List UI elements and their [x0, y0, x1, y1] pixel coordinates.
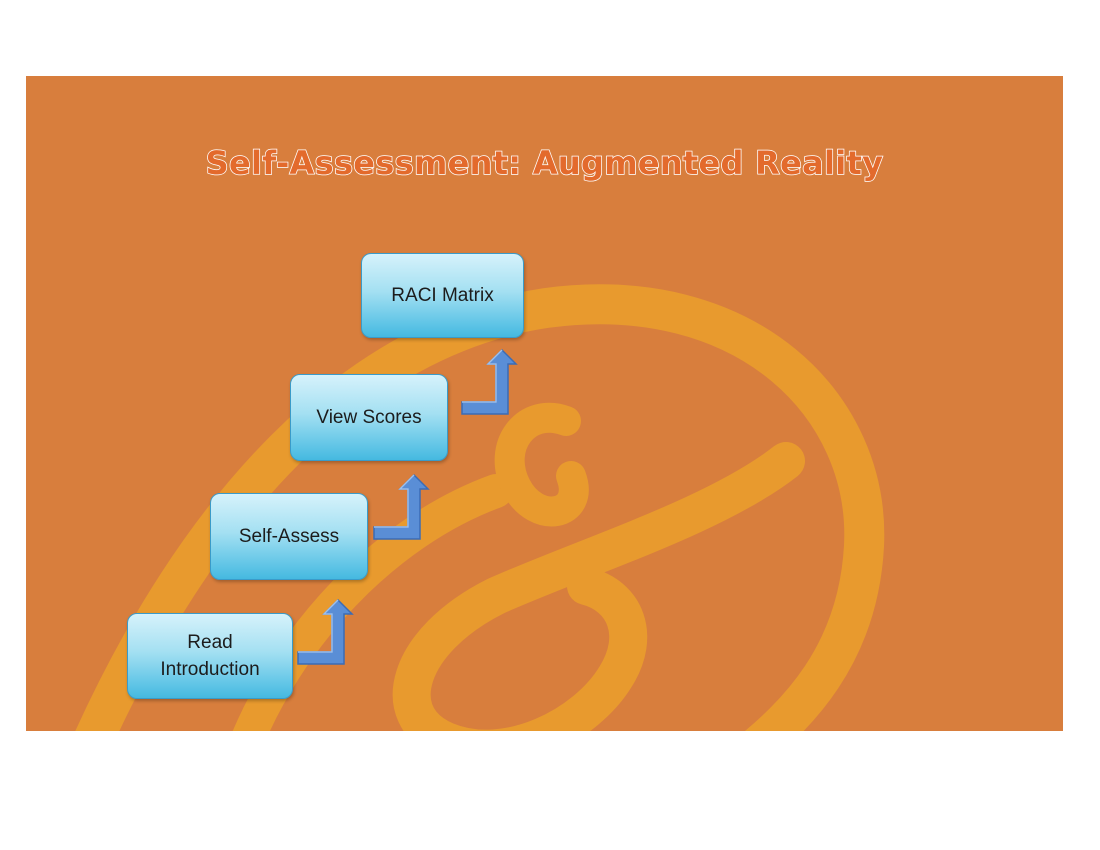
step-self-assess[interactable]: Self-Assess	[210, 493, 368, 580]
step-view-scores[interactable]: View Scores	[290, 374, 448, 461]
bent-up-arrow-icon	[297, 598, 354, 665]
step-read-introduction[interactable]: Read Introduction	[127, 613, 293, 699]
bent-up-arrow-icon	[461, 348, 518, 415]
step-raci-matrix[interactable]: RACI Matrix	[361, 253, 524, 338]
slide: Self-Assessment: Augmented Reality Read …	[26, 76, 1063, 731]
background-logo-icon	[75, 284, 885, 731]
slide-title: Self-Assessment: Augmented Reality	[205, 143, 884, 183]
bent-up-arrow-icon	[373, 473, 430, 540]
